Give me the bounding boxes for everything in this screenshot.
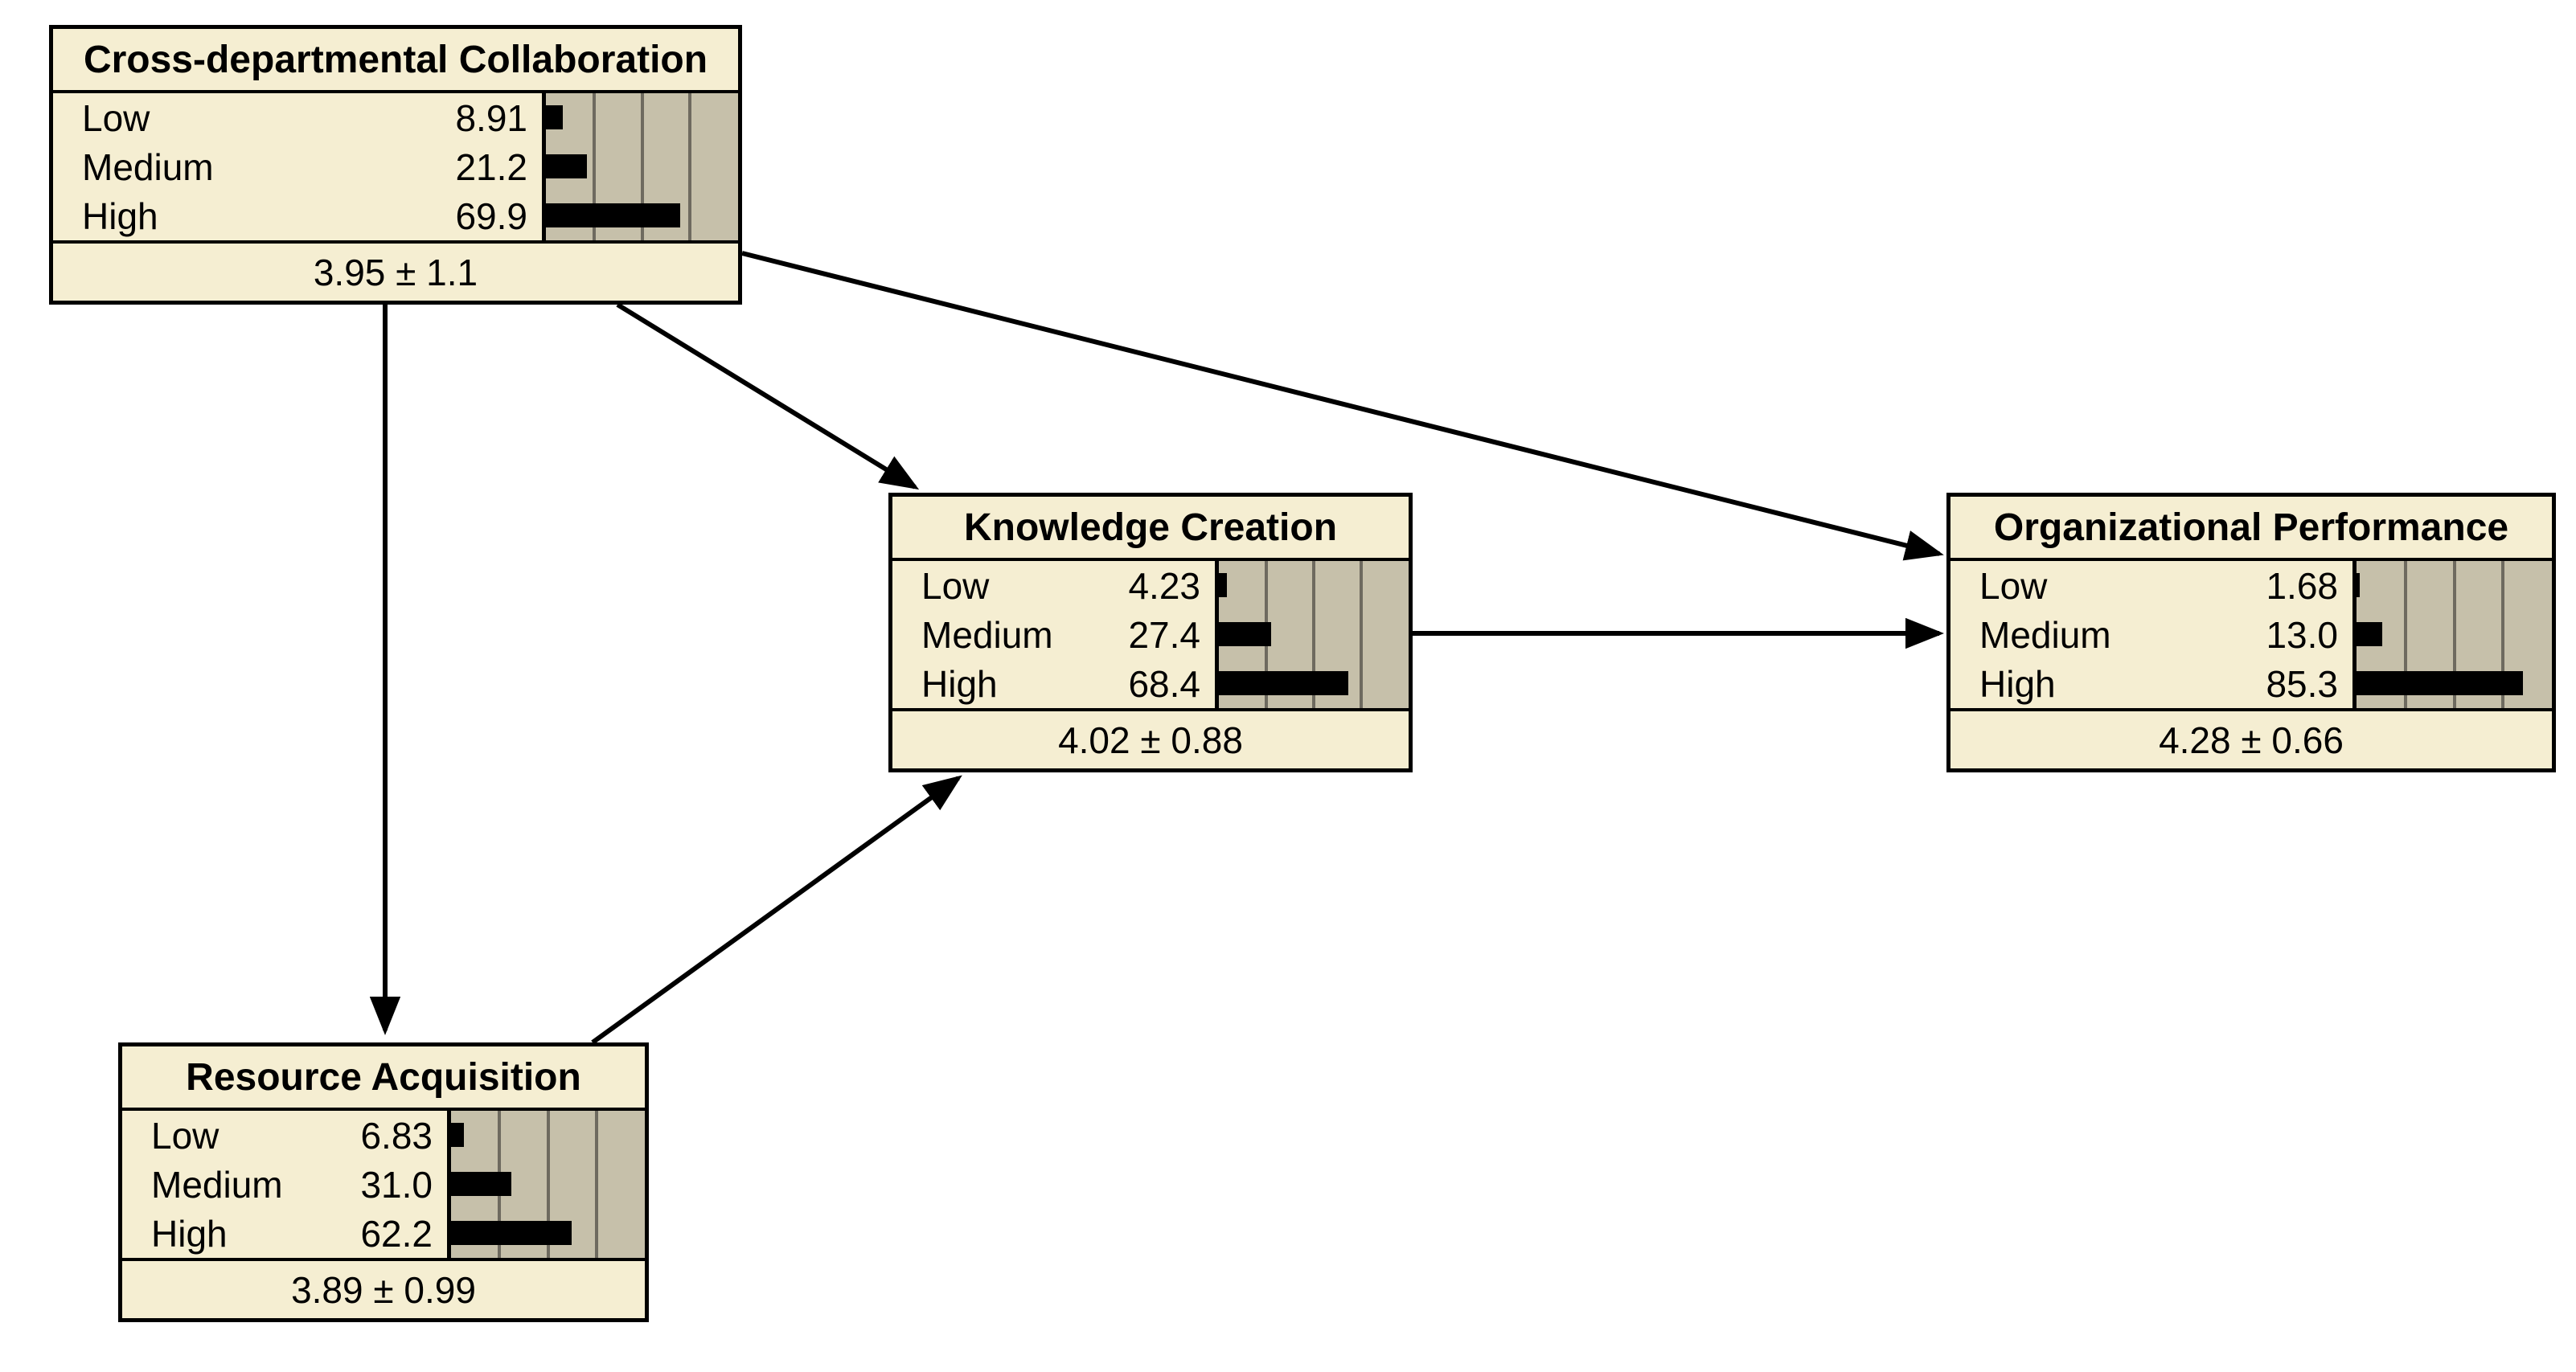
state-row-high: High 85.3 (1950, 659, 2352, 708)
gridline-75 (688, 93, 692, 240)
state-label: Low (82, 96, 150, 139)
state-probability: 69.9 (455, 195, 527, 237)
state-list: Low 1.68 Medium 13.0 High 85.3 (1950, 561, 2352, 708)
state-probability: 4.23 (1128, 564, 1200, 607)
edge-collaboration-to-knowledge-creation[interactable] (616, 302, 920, 490)
gridline-50 (640, 93, 644, 240)
state-label: High (151, 1212, 228, 1255)
probability-bar-chart (542, 93, 738, 240)
gridline-75 (1360, 561, 1363, 708)
node-title: Resource Acquisition (122, 1046, 645, 1111)
state-probability: 1.68 (2266, 564, 2338, 607)
node-states: Low 8.91 Medium 21.2 High 69.9 (53, 93, 738, 244)
state-label: Low (921, 564, 990, 607)
state-probability: 85.3 (2266, 662, 2338, 705)
state-row-high: High 68.4 (892, 659, 1215, 708)
state-row-low: Low 4.23 (892, 561, 1215, 610)
probability-bar-medium (546, 154, 587, 178)
probability-bar-chart (2352, 561, 2552, 708)
state-label: High (82, 195, 158, 237)
state-probability: 6.83 (360, 1114, 433, 1157)
state-label: Medium (151, 1163, 283, 1206)
probability-bar-medium (2357, 622, 2382, 646)
node-states: Low 4.23 Medium 27.4 High 68.4 (892, 561, 1409, 711)
node-mean-stddev: 4.28 ± 0.66 (2159, 719, 2344, 761)
node-mean-stddev: 4.02 ± 0.88 (1058, 719, 1243, 761)
probability-bar-low (1219, 573, 1227, 597)
state-row-medium: Medium 21.2 (53, 142, 542, 191)
gridline-25 (2403, 561, 2407, 708)
state-probability: 27.4 (1128, 613, 1200, 656)
state-label: Medium (1979, 613, 2111, 656)
probability-bar-low (546, 105, 564, 129)
node-knowledge-creation[interactable]: Knowledge Creation Low 4.23 Medium 27.4 … (888, 493, 1413, 772)
state-label: Medium (921, 613, 1053, 656)
node-organizational-performance[interactable]: Organizational Performance Low 1.68 Medi… (1946, 493, 2556, 772)
state-row-low: Low 6.83 (122, 1111, 447, 1160)
state-label: High (921, 662, 998, 705)
probability-bar-high (1219, 671, 1349, 695)
node-mean-stddev: 3.89 ± 0.99 (291, 1268, 476, 1311)
probability-bar-chart (1215, 561, 1409, 708)
node-cross-departmental-collaboration[interactable]: Cross-departmental Collaboration Low 8.9… (49, 25, 742, 305)
state-list: Low 6.83 Medium 31.0 High 62.2 (122, 1111, 447, 1258)
state-probability: 13.0 (2266, 613, 2338, 656)
gridline-25 (592, 93, 596, 240)
state-list: Low 8.91 Medium 21.2 High 69.9 (53, 93, 542, 240)
gridline-50 (1312, 561, 1315, 708)
node-title: Organizational Performance (1950, 497, 2552, 561)
state-probability: 8.91 (455, 96, 527, 139)
state-row-high: High 69.9 (53, 191, 542, 240)
state-row-medium: Medium 27.4 (892, 610, 1215, 659)
state-probability: 62.2 (360, 1212, 433, 1255)
state-row-high: High 62.2 (122, 1209, 447, 1258)
state-row-medium: Medium 31.0 (122, 1160, 447, 1209)
gridline-75 (594, 1111, 598, 1258)
state-row-low: Low 1.68 (1950, 561, 2352, 610)
node-mean-stddev: 3.95 ± 1.1 (313, 251, 478, 293)
probability-bar-low (451, 1123, 465, 1147)
state-label: Medium (82, 145, 214, 188)
state-label: Low (151, 1114, 219, 1157)
gridline-50 (2452, 561, 2456, 708)
probability-bar-high (2357, 671, 2524, 695)
state-probability: 68.4 (1128, 662, 1200, 705)
node-states: Low 1.68 Medium 13.0 High 85.3 (1950, 561, 2552, 711)
state-probability: 31.0 (360, 1163, 433, 1206)
edge-resource-acquisition-to-knowledge-creation[interactable] (591, 775, 962, 1045)
state-list: Low 4.23 Medium 27.4 High 68.4 (892, 561, 1215, 708)
probability-bar-chart (447, 1111, 645, 1258)
node-resource-acquisition[interactable]: Resource Acquisition Low 6.83 Medium 31.… (118, 1042, 649, 1322)
node-states: Low 6.83 Medium 31.0 High 62.2 (122, 1111, 645, 1261)
state-row-low: Low 8.91 (53, 93, 542, 142)
probability-bar-low (2357, 573, 2361, 597)
probability-bar-high (546, 203, 681, 227)
state-probability: 21.2 (455, 145, 527, 188)
probability-bar-medium (1219, 622, 1271, 646)
gridline-75 (2501, 561, 2505, 708)
probability-bar-medium (451, 1172, 511, 1196)
node-title: Knowledge Creation (892, 497, 1409, 561)
gridline-50 (546, 1111, 550, 1258)
probability-bar-high (451, 1221, 572, 1245)
node-title: Cross-departmental Collaboration (53, 29, 738, 93)
state-label: High (1979, 662, 2056, 705)
edge-collaboration-to-organizational-performance[interactable] (741, 251, 1944, 561)
state-label: Low (1979, 564, 2048, 607)
state-row-medium: Medium 13.0 (1950, 610, 2352, 659)
